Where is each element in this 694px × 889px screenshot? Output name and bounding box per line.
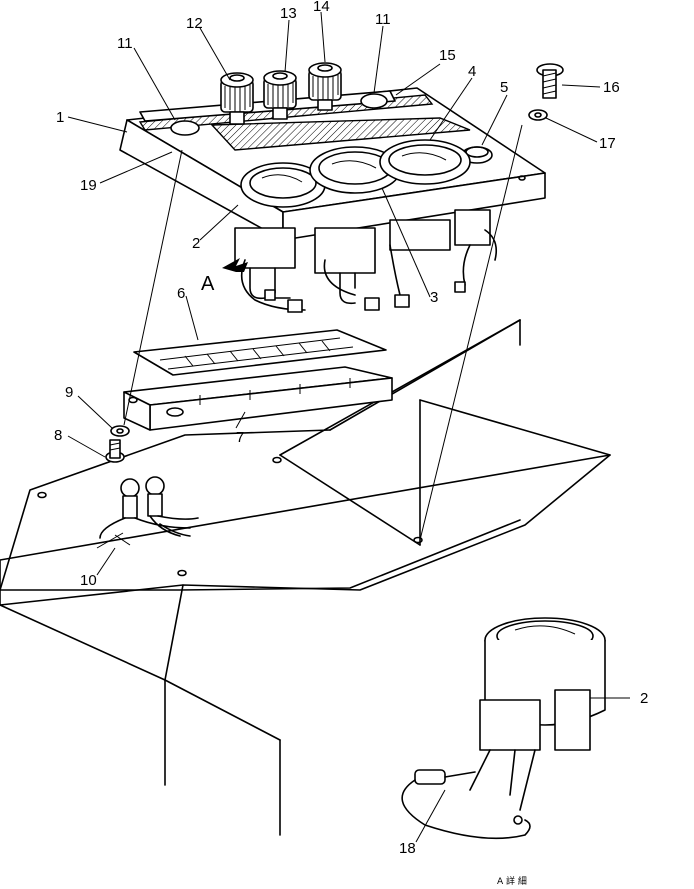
callout-14: 14 xyxy=(313,0,330,15)
callout-12: 12 xyxy=(186,15,203,32)
knob-12 xyxy=(220,72,254,125)
dashboard-body xyxy=(0,319,611,836)
callout-8: 8 xyxy=(54,427,62,444)
callout-11-left: 11 xyxy=(117,35,133,52)
callout-labels: 1 2 2 3 4 5 6 7 8 9 10 11 11 12 13 14 15… xyxy=(54,0,648,857)
view-marker-label: A xyxy=(201,273,215,295)
callout-19: 19 xyxy=(80,177,97,194)
callout-4: 4 xyxy=(468,63,476,80)
plug-11-right xyxy=(360,93,388,109)
knob-14 xyxy=(308,62,342,111)
callout-9: 9 xyxy=(65,384,73,401)
washer-17 xyxy=(528,109,548,121)
callout-7: 7 xyxy=(236,429,244,446)
callout-11-right: 11 xyxy=(375,11,391,28)
washer-9 xyxy=(110,425,130,437)
view-arrow-a: A xyxy=(201,258,248,295)
gasket-6 xyxy=(133,329,387,376)
callout-1: 1 xyxy=(56,109,64,126)
assembly-guide-lines xyxy=(123,124,523,541)
callout-2-detail: 2 xyxy=(640,690,648,707)
bracket-7 xyxy=(123,366,393,431)
gauge-4 xyxy=(379,139,471,185)
knob-13 xyxy=(263,70,297,120)
bolt-8 xyxy=(105,439,125,463)
detail-caption: A 詳 細 xyxy=(497,875,527,887)
leader-lines xyxy=(67,11,630,843)
callout-5: 5 xyxy=(500,79,508,96)
gauge-wiring xyxy=(234,209,498,313)
callout-2: 2 xyxy=(192,235,200,252)
callout-6: 6 xyxy=(177,285,185,302)
detail-a-gauge: A 詳 細 xyxy=(401,617,606,887)
callout-16: 16 xyxy=(603,79,620,96)
callout-13: 13 xyxy=(280,5,297,22)
callout-15: 15 xyxy=(439,47,456,64)
bulb-sockets-10 xyxy=(96,476,199,549)
callout-3: 3 xyxy=(430,289,438,306)
plug-11-left xyxy=(170,120,200,136)
callout-17: 17 xyxy=(599,135,616,152)
callout-10: 10 xyxy=(80,572,97,589)
bolt-16 xyxy=(536,63,564,99)
callout-18: 18 xyxy=(399,840,416,857)
